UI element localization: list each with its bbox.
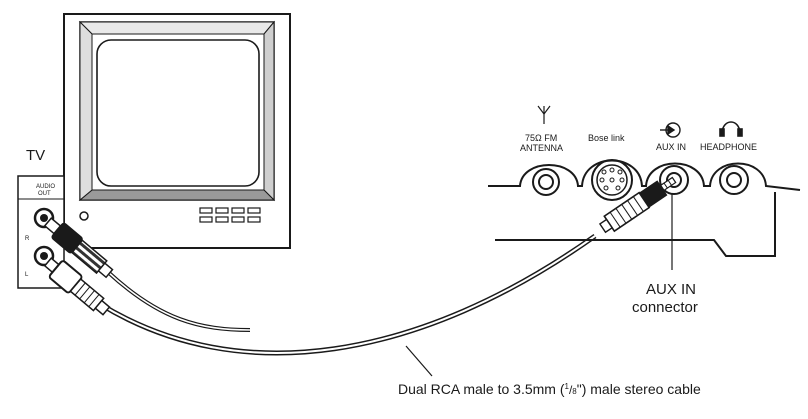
audio-out-left-label: L: [25, 272, 29, 278]
antenna-icon: [537, 105, 551, 124]
tv-screen: [96, 39, 260, 187]
stereo-cable: [98, 233, 597, 356]
aux-in-jack: [659, 165, 689, 195]
cable-caption: Dual RCA male to 3.5mm (1/8") male stere…: [398, 381, 701, 397]
tv-bezel-bottom: [78, 189, 276, 201]
rca-plug-dark: [43, 217, 114, 279]
antenna-jack: [532, 168, 560, 196]
tv-bezel-right: [263, 20, 275, 202]
mini-plug: [598, 176, 677, 234]
tv-control-buttons: [199, 207, 261, 223]
tv-label: TV: [26, 147, 45, 164]
aux-in-panel-label: AUX IN: [656, 142, 686, 152]
tv-power-button: [79, 211, 89, 221]
aux-input-icon: [660, 122, 681, 138]
bose-rear-panel: [488, 159, 801, 257]
audio-out-right-label: R: [25, 236, 30, 242]
headphone-label: HEADPHONE: [700, 142, 757, 152]
aux-in-callout-2: connector: [632, 299, 698, 316]
bose-link-label: Bose link: [588, 133, 625, 143]
rca-plug-white: [43, 257, 111, 316]
headphone-jack: [719, 165, 749, 195]
panel-lower-edge: [495, 192, 776, 257]
tv-bezel-left: [79, 20, 93, 202]
antenna-label-1: 75Ω FM: [525, 133, 557, 143]
panel-outline: [488, 159, 801, 191]
headphone-icon: [719, 121, 743, 137]
cable-callout-line: [405, 345, 433, 377]
tv-set: [63, 13, 291, 249]
tv-bezel-top: [78, 21, 276, 35]
aux-in-callout-1: AUX IN: [646, 281, 696, 298]
bose-link-pins: [599, 167, 625, 191]
audio-out-title-1: AUDIO: [36, 184, 55, 190]
antenna-label-2: ANTENNA: [520, 143, 563, 153]
audio-out-title-2: OUT: [38, 191, 51, 197]
bose-link-connector: [591, 159, 633, 201]
